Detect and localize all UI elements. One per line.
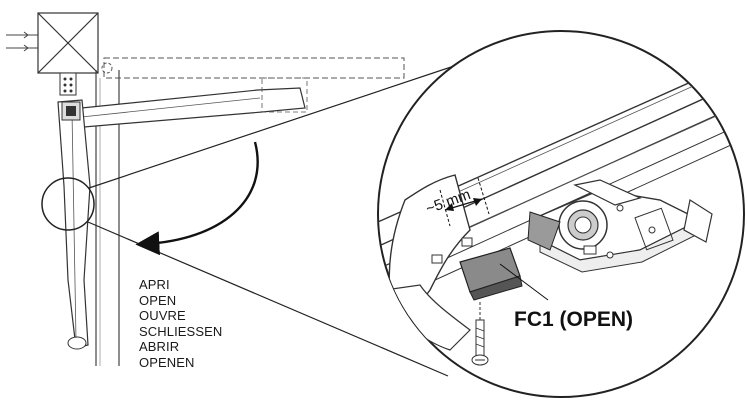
control-box: [6, 12, 99, 96]
limit-switch-label: FC1 (OPEN): [514, 308, 634, 331]
detail-source-circle: [41, 177, 95, 231]
operator-arm-open: [61, 77, 308, 129]
open-direction-list: APRI OPEN OUVRE SCHLIESSEN ABRIR OPENEN: [139, 277, 222, 370]
label-schliessen: SCHLIESSEN: [139, 323, 223, 339]
curved-arrow-icon: [135, 141, 259, 256]
label-open: OPEN: [139, 292, 177, 308]
label-ouvre: OUVRE: [139, 308, 186, 323]
gate-leaf-open-dashed: [101, 57, 405, 79]
label-abrir: ABRIR: [139, 339, 180, 354]
label-openen: OPENEN: [139, 354, 195, 370]
magnified-detail: ~5 mm: [377, 30, 745, 398]
label-apri: APRI: [139, 277, 170, 292]
operator-arm-closed: [57, 99, 91, 350]
screw-icon: [471, 302, 489, 366]
